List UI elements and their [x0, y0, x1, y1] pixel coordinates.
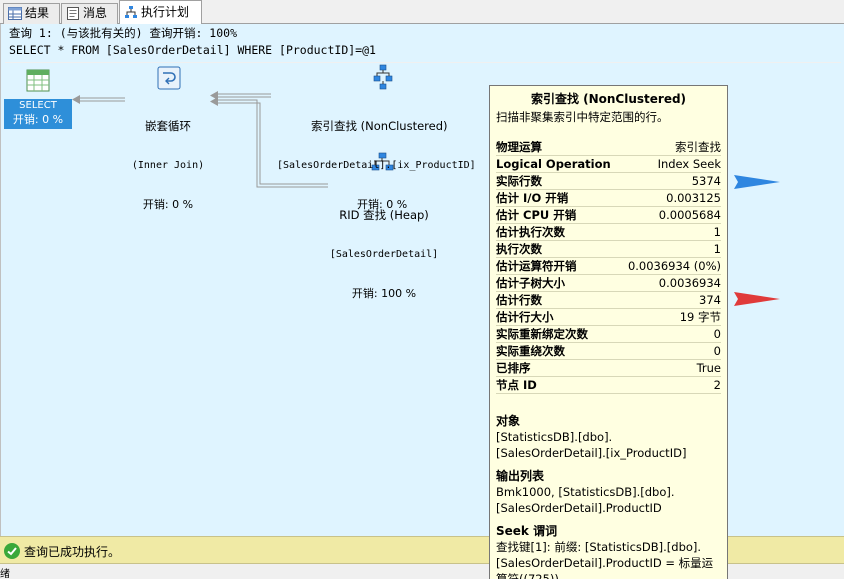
bottom-status-label: 绪	[0, 569, 10, 579]
rid-lookup-node[interactable]: RID 查找 (Heap) [SalesOrderDetail] 开销: 100…	[321, 183, 447, 326]
tooltip-property-key: 执行次数	[496, 242, 542, 256]
tooltip-property-key: 估计执行次数	[496, 225, 565, 239]
tooltip-property-value: 5374	[691, 174, 721, 188]
status-text: 查询已成功执行。	[24, 545, 121, 559]
tooltip-output-line: [SalesOrderDetail].ProductID	[496, 501, 662, 515]
tooltip-property-value: True	[696, 361, 721, 375]
tooltip-property-row: 估计 I/O 开销 0.003125	[496, 190, 721, 207]
tooltip-property-row: 执行次数 1	[496, 241, 721, 258]
tooltip-property-row: 估计子树大小 0.0036934	[496, 275, 721, 292]
tab-execution-plan[interactable]: 执行计划	[119, 0, 202, 25]
tab-results-label: 结果	[25, 6, 50, 20]
tooltip-property-key: 已排序	[496, 361, 531, 375]
tooltip-property-row: 估计行大小 19 字节	[496, 309, 721, 326]
tooltip-property-value: 19 字节	[679, 310, 721, 324]
tooltip-property-key: 估计 I/O 开销	[496, 191, 569, 205]
tooltip-title: 索引查找 (NonClustered)	[530, 92, 687, 106]
tooltip-property-value: 0.0005684	[658, 208, 721, 222]
tooltip-property-value: 0.0036934	[658, 276, 721, 290]
nested-loops-icon	[157, 66, 181, 90]
tooltip-property-key: 估计行数	[496, 293, 542, 307]
tooltip-seek-line: [SalesOrderDetail].ProductID = 标量运	[496, 556, 714, 570]
tooltip-property-row: 估计 CPU 开销 0.0005684	[496, 207, 721, 224]
grid-icon	[8, 7, 22, 20]
index-seek-label: 索引查找 (NonClustered)	[311, 119, 448, 133]
select-node-cost: 开销: 0 %	[12, 113, 64, 126]
tooltip-property-value: 0	[713, 344, 721, 358]
nested-loops-sub: (Inner Join)	[131, 160, 205, 171]
tooltip-property-row: 估计执行次数 1	[496, 224, 721, 241]
tooltip-property-key: 估计行大小	[496, 310, 554, 324]
red-arrow-annotation	[722, 292, 780, 306]
blue-arrow-annotation	[722, 175, 780, 189]
index-seek-node[interactable]: 索引查找 (NonClustered) [SalesOrderDetail].[…	[277, 94, 491, 237]
nested-loops-node[interactable]: 嵌套循环 (Inner Join) 开销: 0 %	[123, 94, 213, 237]
tooltip-property-key: 实际重新绑定次数	[496, 327, 588, 341]
tooltip-property-key: 估计 CPU 开销	[496, 208, 577, 222]
execution-plan-icon	[125, 6, 137, 18]
tooltip-property-key: Logical Operation	[496, 157, 611, 171]
index-seek-icon	[373, 64, 393, 90]
tooltip-property-value: 索引查找	[675, 140, 721, 154]
tooltip-seek-line: 算符((725))	[496, 572, 559, 579]
tooltip-property-value: 1	[713, 242, 721, 256]
tooltip-description: 扫描非聚集索引中特定范围的行。	[496, 110, 669, 124]
tooltip-property-value: 0	[713, 327, 721, 341]
rid-lookup-icon	[371, 152, 394, 171]
operator-tooltip: 索引查找 (NonClustered) 扫描非聚集索引中特定范围的行。 物理运算…	[489, 85, 728, 579]
tooltip-property-value: 1	[713, 225, 721, 239]
tooltip-object-title: 对象	[496, 414, 521, 428]
tooltip-property-row: 实际重新绑定次数 0	[496, 326, 721, 343]
tab-results[interactable]: 结果	[3, 3, 60, 24]
tooltip-property-key: 估计运算符开销	[496, 259, 577, 273]
select-icon	[26, 69, 50, 92]
index-seek-cost: 开销: 0 %	[357, 198, 408, 211]
tooltip-property-key: 估计子树大小	[496, 276, 565, 290]
rid-lookup-cost: 开销: 100 %	[351, 287, 417, 300]
query-header: 查询 1: (与该批有关的) 查询开销: 100%	[9, 26, 238, 40]
nested-loops-label: 嵌套循环	[145, 119, 191, 133]
tooltip-object-line: [SalesOrderDetail].[ix_ProductID]	[496, 446, 687, 460]
tooltip-property-row: 实际行数 5374	[496, 173, 721, 190]
header-divider	[5, 62, 841, 63]
tab-messages-label: 消息	[83, 6, 108, 20]
rid-lookup-label: RID 查找 (Heap)	[339, 208, 429, 222]
tab-execution-plan-label: 执行计划	[141, 5, 190, 19]
tooltip-property-row: 物理运算 索引查找	[496, 139, 721, 156]
select-node[interactable]: SELECT 开销: 0 %	[4, 99, 72, 129]
tooltip-property-row: 实际重绕次数 0	[496, 343, 721, 360]
tooltip-property-key: 实际行数	[496, 174, 542, 188]
tooltip-property-row: Logical Operation Index Seek	[496, 156, 721, 173]
tooltip-property-key: 实际重绕次数	[496, 344, 565, 358]
tab-messages[interactable]: 消息	[61, 3, 118, 24]
plan-connectors	[26, 64, 394, 188]
tooltip-properties: 物理运算 索引查找 Logical Operation Index Seek 实际行数 5…	[496, 139, 721, 394]
tooltip-property-value: 374	[699, 293, 721, 307]
select-node-label: SELECT	[19, 100, 57, 111]
index-seek-sub: [SalesOrderDetail].[ix_ProductID]	[277, 160, 476, 171]
tooltip-property-value: 0.0036934 (0%)	[627, 259, 721, 273]
tooltip-object-line: [StatisticsDB].[dbo].	[496, 430, 613, 444]
tooltip-property-row: 估计行数 374	[496, 292, 721, 309]
tooltip-seek-line: 查找键[1]: 前缀: [StatisticsDB].[dbo].	[496, 540, 702, 554]
query-sql: SELECT * FROM [SalesOrderDetail] WHERE […	[9, 43, 376, 57]
tooltip-property-row: 估计运算符开销 0.0036934 (0%)	[496, 258, 721, 275]
tooltip-property-key: 节点 ID	[496, 378, 537, 392]
tooltip-output-line: Bmk1000, [StatisticsDB].[dbo].	[496, 485, 675, 499]
nested-loops-cost: 开销: 0 %	[142, 198, 194, 211]
tooltip-property-value: 0.003125	[666, 191, 721, 205]
tooltip-output-title: 输出列表	[496, 469, 545, 483]
results-tab-strip: 结果 消息 执行计划	[0, 0, 844, 25]
tooltip-property-value: Index Seek	[657, 157, 721, 171]
tooltip-property-value: 2	[713, 378, 721, 392]
success-check-icon	[4, 543, 20, 559]
rid-lookup-sub: [SalesOrderDetail]	[329, 249, 439, 260]
tooltip-seek-title: Seek 谓词	[496, 524, 558, 538]
tooltip-property-row: 节点 ID 2	[496, 377, 721, 394]
message-icon	[67, 7, 79, 20]
tooltip-property-row: 已排序 True	[496, 360, 721, 377]
tooltip-property-key: 物理运算	[496, 140, 542, 154]
